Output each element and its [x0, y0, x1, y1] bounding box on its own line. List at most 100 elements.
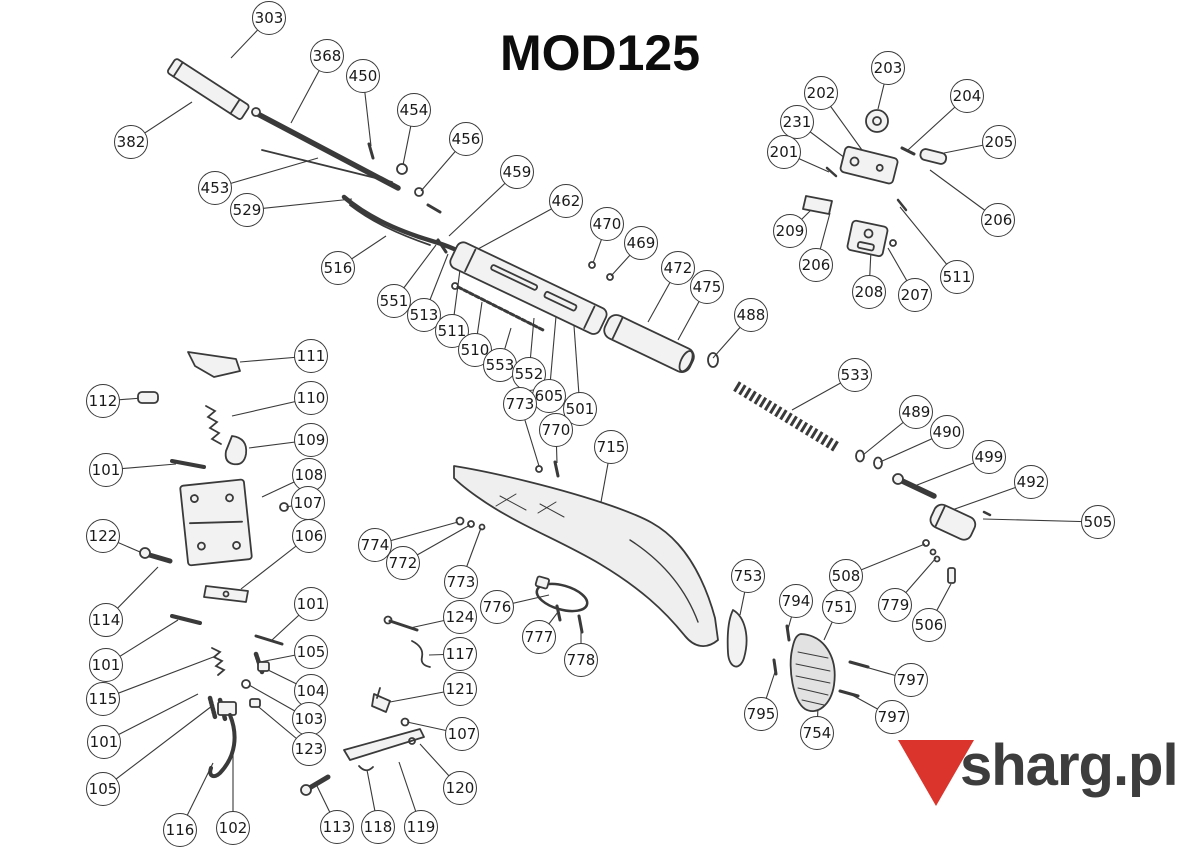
callout-112: 112	[86, 384, 120, 418]
callout-104: 104	[294, 674, 328, 708]
logo-text: sharg.pl	[960, 733, 1179, 798]
callout-208: 208	[852, 275, 886, 309]
callout-201: 201	[767, 135, 801, 169]
part-spring-guide	[451, 282, 560, 478]
callout-511: 511	[940, 260, 974, 294]
callout-382: 382	[114, 125, 148, 159]
callout-772: 772	[386, 546, 420, 580]
callout-101: 101	[89, 648, 123, 682]
callout-101: 101	[294, 587, 328, 621]
callout-516: 516	[321, 251, 355, 285]
part-cocking-rod	[251, 107, 442, 214]
part-piston-cylinder	[603, 314, 719, 373]
callout-124: 124	[443, 600, 477, 634]
callout-202: 202	[804, 76, 838, 110]
callout-113: 113	[320, 810, 354, 844]
callout-453: 453	[198, 171, 232, 205]
callout-115: 115	[86, 682, 120, 716]
callout-122: 122	[86, 519, 120, 553]
part-trigger-guard	[534, 575, 589, 634]
part-barrel	[166, 58, 250, 120]
callout-794: 794	[779, 584, 813, 618]
part-receiver-tube	[449, 241, 614, 335]
callout-450: 450	[346, 59, 380, 93]
callout-456: 456	[449, 122, 483, 156]
callout-605: 605	[532, 379, 566, 413]
callout-773: 773	[444, 565, 478, 599]
leader-line-115	[102, 655, 217, 700]
leader-line-101	[103, 693, 199, 743]
callout-454: 454	[397, 93, 431, 127]
callout-103: 103	[292, 702, 326, 736]
leader-line-453	[214, 157, 319, 189]
callout-505: 505	[1081, 505, 1115, 539]
callout-209: 209	[773, 214, 807, 248]
callout-776: 776	[480, 590, 514, 624]
part-butt-pad	[772, 624, 870, 712]
callout-533: 533	[838, 358, 872, 392]
callout-101: 101	[89, 453, 123, 487]
callout-778: 778	[564, 643, 598, 677]
callout-119: 119	[404, 810, 438, 844]
leader-line-505	[982, 518, 1099, 523]
part-stock	[453, 465, 719, 647]
callout-109: 109	[294, 423, 328, 457]
callout-529: 529	[230, 193, 264, 227]
callout-105: 105	[294, 635, 328, 669]
part-washers	[455, 516, 486, 531]
callout-469: 469	[624, 226, 658, 260]
part-rear-sight	[802, 109, 948, 257]
callout-118: 118	[361, 810, 395, 844]
callout-206: 206	[799, 248, 833, 282]
callout-797: 797	[894, 663, 928, 697]
callout-111: 111	[294, 339, 328, 373]
callout-303: 303	[252, 1, 286, 35]
callout-499: 499	[972, 440, 1006, 474]
callout-715: 715	[594, 430, 628, 464]
leader-line-105	[102, 705, 213, 790]
callout-121: 121	[443, 672, 477, 706]
callout-773: 773	[503, 387, 537, 421]
callout-204: 204	[950, 79, 984, 113]
logo-triangle-icon	[898, 740, 974, 806]
callout-231: 231	[780, 105, 814, 139]
leader-line-529	[246, 198, 353, 211]
callout-797: 797	[875, 700, 909, 734]
callout-472: 472	[661, 251, 695, 285]
callout-120: 120	[443, 771, 477, 805]
callout-114: 114	[89, 603, 123, 637]
callout-459: 459	[500, 155, 534, 189]
callout-551: 551	[377, 284, 411, 318]
callout-207: 207	[898, 278, 932, 312]
callout-462: 462	[549, 184, 583, 218]
callout-101: 101	[87, 725, 121, 759]
part-butt-plate	[726, 609, 748, 668]
diagram-title: MOD125	[499, 25, 701, 81]
callout-779: 779	[878, 588, 912, 622]
callout-492: 492	[1014, 465, 1048, 499]
callout-754: 754	[800, 716, 834, 750]
part-trigger-group	[137, 351, 431, 796]
part-cocking-lever	[341, 194, 475, 262]
callout-777: 777	[522, 620, 556, 654]
callout-110: 110	[294, 381, 328, 415]
callout-102: 102	[216, 811, 250, 845]
callout-117: 117	[443, 637, 477, 671]
callout-751: 751	[822, 590, 856, 624]
callout-470: 470	[590, 207, 624, 241]
sharg-logo: sharg.pl	[898, 733, 1198, 808]
callout-506: 506	[912, 608, 946, 642]
callout-105: 105	[86, 772, 120, 806]
callout-489: 489	[899, 395, 933, 429]
callout-753: 753	[731, 559, 765, 593]
callout-107: 107	[445, 717, 479, 751]
callout-107: 107	[291, 486, 325, 520]
callout-108: 108	[292, 458, 326, 492]
callout-116: 116	[163, 813, 197, 847]
callout-123: 123	[292, 732, 326, 766]
callout-795: 795	[744, 697, 778, 731]
callout-770: 770	[539, 413, 573, 447]
part-end-cap	[855, 449, 992, 584]
